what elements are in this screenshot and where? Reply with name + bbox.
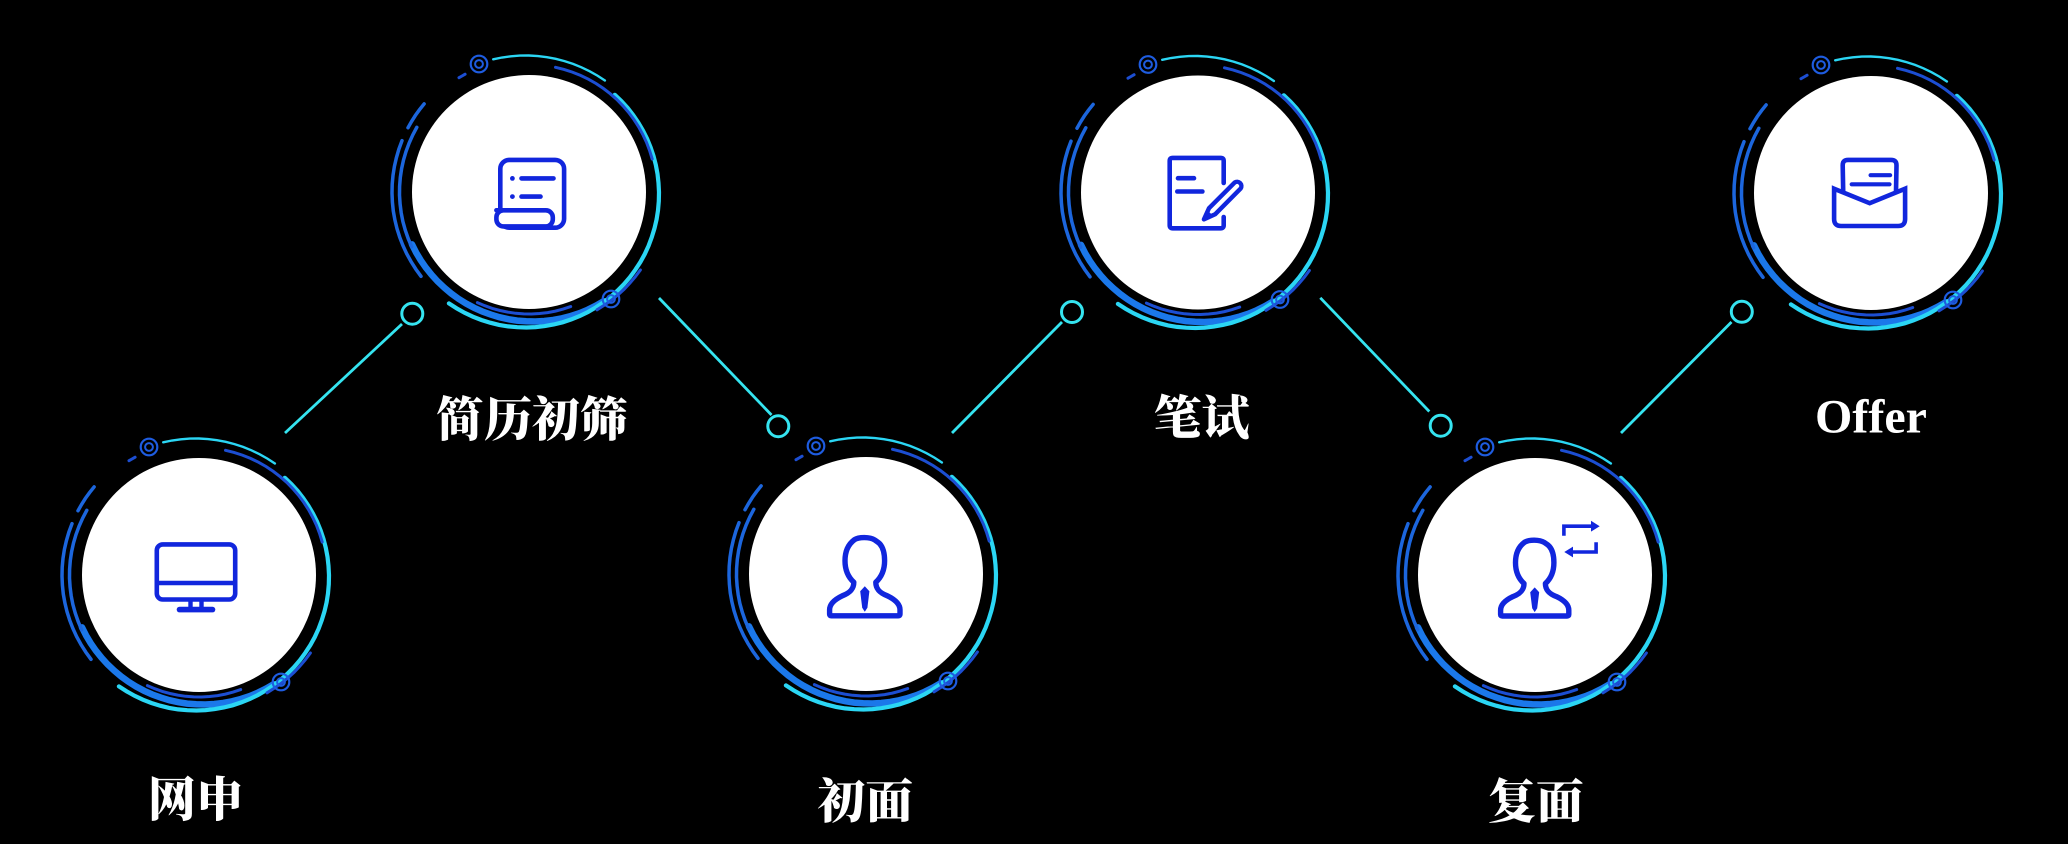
svg-text:Offer: Offer: [1815, 391, 1927, 444]
